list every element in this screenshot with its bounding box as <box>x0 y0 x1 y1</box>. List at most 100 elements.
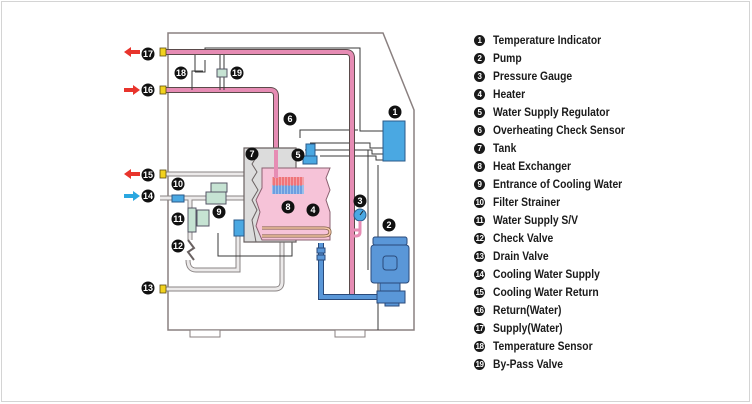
legend-item: 13 Drain Valve <box>474 247 646 265</box>
cooling-return-arrow <box>124 169 140 179</box>
callout-13: 13 <box>141 281 155 295</box>
legend-label: Heat Exchanger <box>493 159 572 173</box>
svg-text:1: 1 <box>392 107 397 117</box>
legend-label: Supply(Water) <box>493 321 563 335</box>
callout-16: 16 <box>141 83 155 97</box>
legend: 1 Temperature Indicator 2 Pump 3 Pressure Gau… <box>474 31 646 373</box>
legend-item: 7 Tank <box>474 139 646 157</box>
svg-text:13: 13 <box>143 283 153 293</box>
legend-item: 11 Water Supply S/V <box>474 211 646 229</box>
legend-number-badge: 7 <box>474 142 485 154</box>
callout-2: 2 <box>382 218 396 232</box>
svg-text:16: 16 <box>143 85 153 95</box>
legend-number-badge: 15 <box>474 286 485 298</box>
legend-item: 17 Supply(Water) <box>474 319 646 337</box>
legend-label: Heater <box>493 87 526 101</box>
legend-label: By-Pass Valve <box>493 357 564 371</box>
svg-text:14: 14 <box>143 191 153 201</box>
legend-label: Water Supply Regulator <box>493 105 610 119</box>
svg-text:8: 8 <box>285 202 290 212</box>
callout-18: 18 <box>174 66 188 80</box>
water-supply-sv-icon <box>187 207 197 233</box>
legend-number-badge: 3 <box>474 70 485 82</box>
legend-item: 15 Cooling Water Return <box>474 283 646 301</box>
legend-number-badge: 2 <box>474 52 485 64</box>
legend-number-badge: 14 <box>474 268 485 280</box>
legend-label: Pump <box>493 51 522 65</box>
legend-item: 18 Temperature Sensor <box>474 337 646 355</box>
svg-text:10: 10 <box>173 179 183 189</box>
svg-text:12: 12 <box>173 241 183 251</box>
cabinet-foot-left <box>189 329 221 338</box>
legend-number-badge: 12 <box>474 232 485 244</box>
callouts: 1 2 3 4 5 6 7 8 9 10 11 12 13 14 15 16 1… <box>141 47 402 295</box>
svg-text:9: 9 <box>216 207 221 217</box>
legend-label: Drain Valve <box>493 249 549 263</box>
legend-number-badge: 16 <box>474 304 485 316</box>
svg-text:18: 18 <box>176 68 186 78</box>
filter-strainer-icon <box>171 194 185 203</box>
supply-out-arrow <box>124 47 140 57</box>
callout-7: 7 <box>245 147 259 161</box>
callout-11: 11 <box>171 212 185 226</box>
cooling-water-entrance-icon <box>205 191 227 205</box>
callout-3: 3 <box>353 194 367 208</box>
callout-17: 17 <box>141 47 155 61</box>
callout-14: 14 <box>141 189 155 203</box>
hot-water-pipe <box>166 49 387 300</box>
legend-label: Pressure Gauge <box>493 69 573 83</box>
check-valve-icon <box>186 239 196 261</box>
legend-label: Cooling Water Return <box>493 285 599 299</box>
legend-label: Filter Strainer <box>493 195 561 209</box>
callout-5: 5 <box>291 148 305 162</box>
cabinet-foot-right <box>334 329 366 338</box>
legend-number-badge: 11 <box>474 214 485 226</box>
callout-8: 8 <box>281 200 295 214</box>
svg-text:19: 19 <box>232 68 242 78</box>
water-supply-regulator-icon <box>305 143 316 157</box>
legend-number-badge: 9 <box>474 178 485 190</box>
legend-item: 12 Check Valve <box>474 229 646 247</box>
legend-item: 2 Pump <box>474 49 646 67</box>
legend-label: Temperature Sensor <box>493 339 593 353</box>
legend-number-badge: 8 <box>474 160 485 172</box>
cooling-supply-arrow <box>124 191 140 201</box>
callout-9: 9 <box>212 205 226 219</box>
svg-text:15: 15 <box>143 170 153 180</box>
legend-label: Temperature Indicator <box>493 33 602 47</box>
heat-exchanger-coil <box>272 177 304 194</box>
callout-6: 6 <box>283 112 297 126</box>
pipe-fittings <box>159 47 167 294</box>
callout-15: 15 <box>141 168 155 182</box>
legend-number-badge: 4 <box>474 88 485 100</box>
legend-item: 8 Heat Exchanger <box>474 157 646 175</box>
legend-label: Overheating Check Sensor <box>493 123 625 137</box>
callout-1: 1 <box>388 105 402 119</box>
legend-number-badge: 10 <box>474 196 485 208</box>
legend-number-badge: 1 <box>474 34 485 46</box>
legend-number-badge: 18 <box>474 340 485 352</box>
svg-text:6: 6 <box>287 114 292 124</box>
legend-item: 3 Pressure Gauge <box>474 67 646 85</box>
pump-icon <box>370 236 410 307</box>
callout-19: 19 <box>230 66 244 80</box>
legend-label: Water Supply S/V <box>493 213 579 227</box>
svg-text:3: 3 <box>357 196 362 206</box>
callout-10: 10 <box>171 177 185 191</box>
legend-number-badge: 13 <box>474 250 485 262</box>
legend-label: Check Valve <box>493 231 554 245</box>
callout-12: 12 <box>171 239 185 253</box>
legend-label: Tank <box>493 141 517 155</box>
legend-item: 4 Heater <box>474 85 646 103</box>
legend-number-badge: 6 <box>474 124 485 136</box>
return-in-arrow <box>124 85 140 95</box>
svg-text:7: 7 <box>249 149 254 159</box>
legend-number-badge: 17 <box>474 322 485 334</box>
